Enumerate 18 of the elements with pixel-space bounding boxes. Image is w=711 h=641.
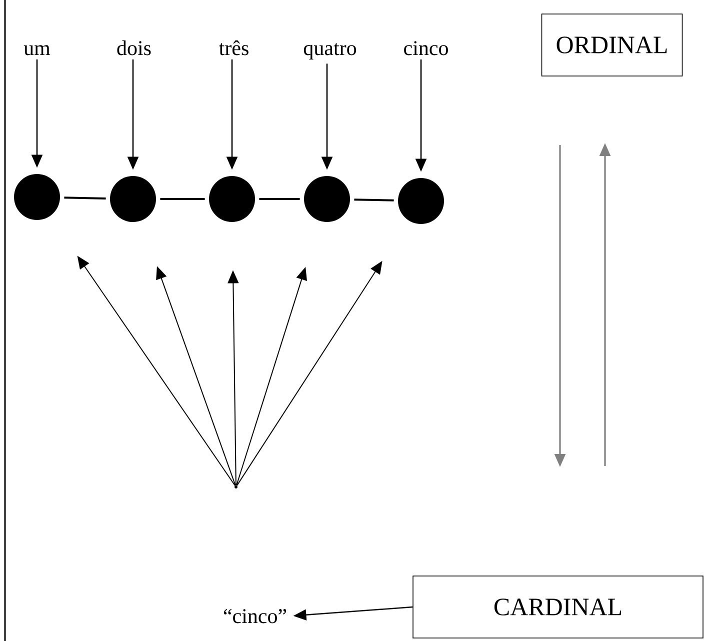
number-word: cinco — [404, 41, 448, 56]
fan-point — [234, 486, 238, 488]
dot — [209, 176, 255, 222]
number-word: quatro — [304, 43, 356, 60]
number-word: três — [219, 40, 248, 56]
dot — [398, 178, 444, 224]
connecting-line — [64, 196, 106, 200]
number-word: um — [24, 45, 50, 56]
dot — [110, 176, 156, 222]
connecting-line — [160, 198, 205, 200]
connecting-line — [259, 198, 300, 200]
dot — [14, 174, 60, 220]
connecting-line — [354, 198, 394, 202]
number-word: “cinco” — [224, 609, 286, 624]
label-box: ORDINAL — [541, 14, 683, 76]
dot — [304, 176, 350, 222]
number-word: dois — [117, 40, 151, 56]
label-box: CARDINAL — [412, 576, 704, 638]
